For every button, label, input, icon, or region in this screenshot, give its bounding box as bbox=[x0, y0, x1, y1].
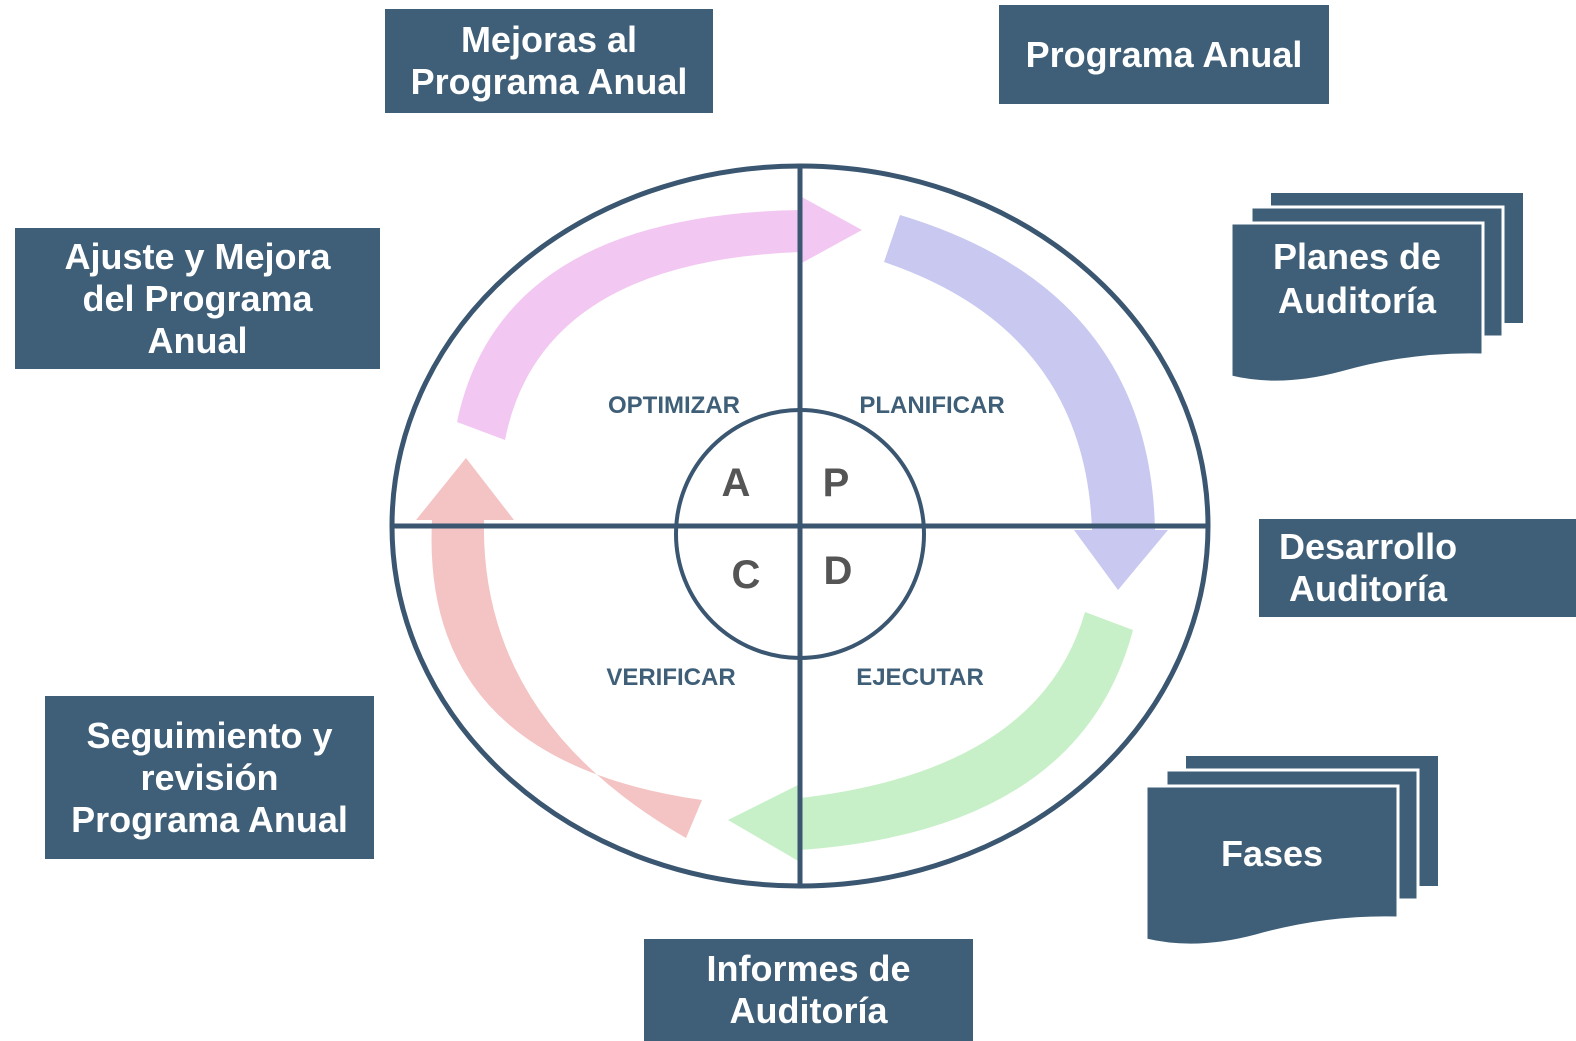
box-programa-anual: Programa Anual bbox=[999, 5, 1329, 104]
arrow-ejecutar bbox=[728, 612, 1133, 862]
doc-label-fases: Fases bbox=[1220, 833, 1324, 874]
doc-stack-planes: Planes de Auditoría bbox=[1229, 193, 1523, 388]
letter-d: D bbox=[824, 549, 853, 593]
label-ejecutar: EJECUTAR bbox=[856, 664, 984, 691]
letter-a: A bbox=[722, 461, 751, 505]
box-ajuste-mejora: Ajuste y Mejora del Programa Anual bbox=[15, 228, 380, 369]
inner-circle bbox=[674, 408, 926, 660]
arrow-optimizar bbox=[457, 196, 862, 440]
letter-c: C bbox=[732, 553, 761, 597]
label-verificar: VERIFICAR bbox=[606, 664, 735, 691]
arrow-planificar bbox=[884, 215, 1168, 590]
arrow-verificar bbox=[416, 458, 702, 838]
box-seguimiento: Seguimiento y revisión Programa Anual bbox=[45, 696, 374, 859]
box-desarrollo-auditoria: Desarrollo Auditoría bbox=[1259, 519, 1576, 617]
doc-label-planes: Planes de Auditoría bbox=[1272, 236, 1442, 321]
box-informes-auditoria: Informes de Auditoría bbox=[644, 939, 973, 1041]
label-optimizar: OPTIMIZAR bbox=[608, 392, 740, 419]
box-mejoras-programa-anual: Mejoras al Programa Anual bbox=[385, 9, 713, 113]
label-planificar: PLANIFICAR bbox=[859, 392, 1004, 419]
letter-p: P bbox=[823, 461, 850, 505]
doc-stack-fases: Fases bbox=[1144, 756, 1438, 951]
